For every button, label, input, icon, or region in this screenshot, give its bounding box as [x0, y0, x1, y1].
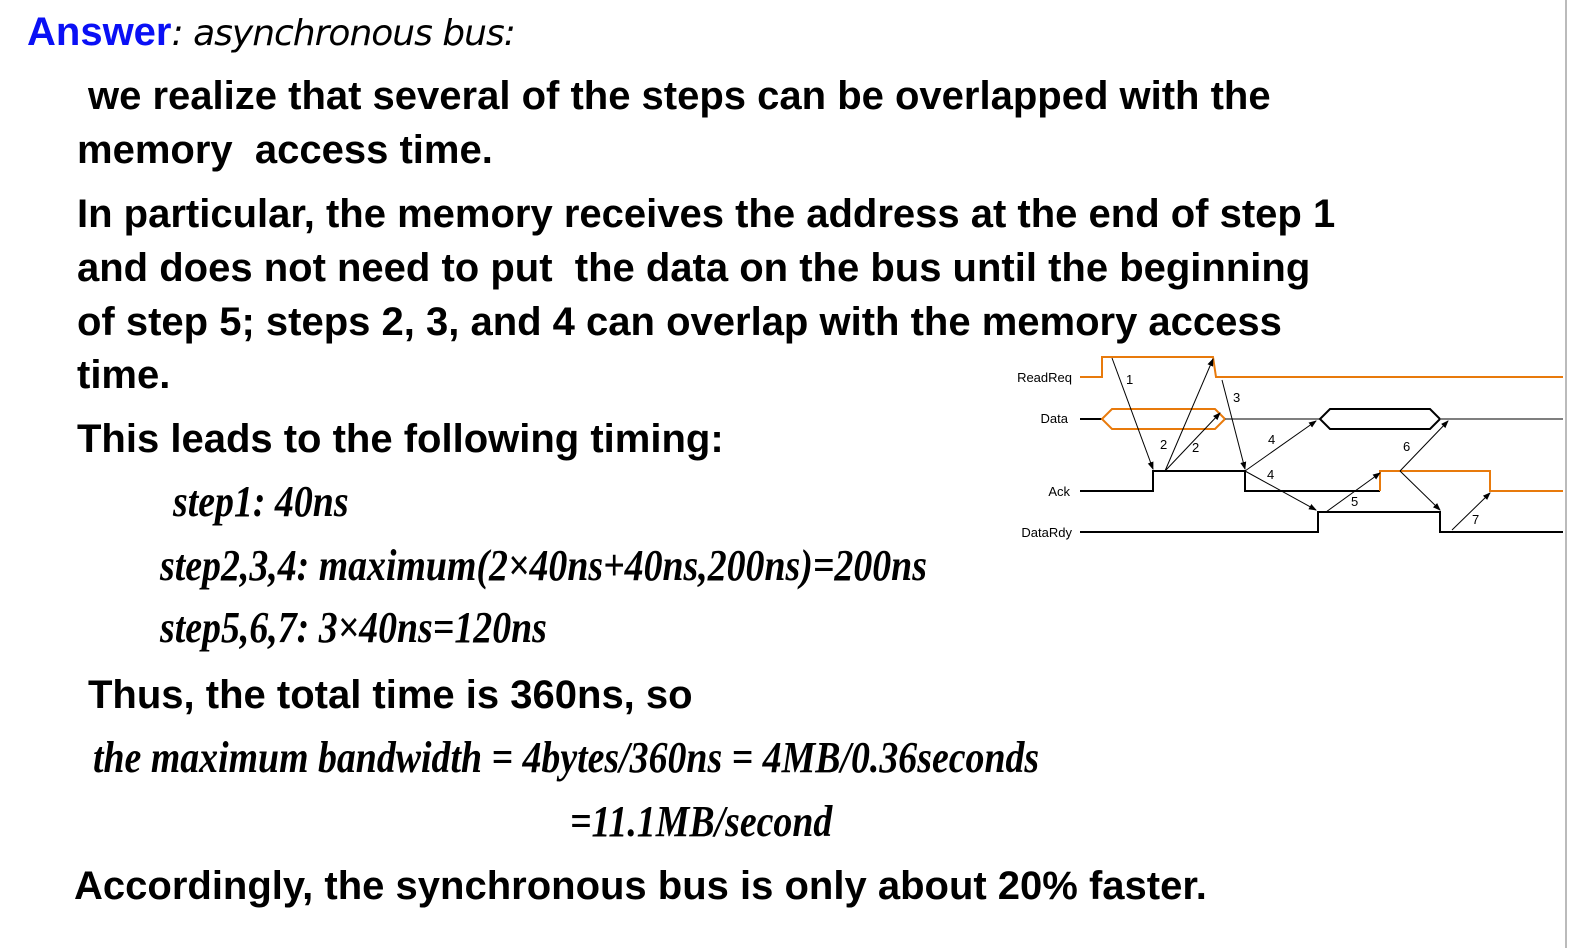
- arrow-step-4a: [1244, 420, 1317, 472]
- arrow-step-4b: [1244, 470, 1317, 511]
- arrow-step-5: [1325, 472, 1381, 513]
- arrow-step-6a: [1399, 420, 1449, 472]
- signal-label-datardy: DataRdy: [1021, 525, 1072, 540]
- answer-subtitle: : asynchronous bus:: [171, 13, 516, 54]
- signal-label-data: Data: [1041, 411, 1069, 426]
- readreq-waveform: [1080, 356, 1563, 378]
- bandwidth-result: =11.1MB/second: [570, 797, 833, 846]
- datardy-waveform: [1080, 511, 1563, 533]
- step-label: 4: [1267, 467, 1274, 482]
- bandwidth-line: the maximum bandwidth = 4bytes/360ns = 4…: [93, 733, 1040, 782]
- step-label: 3: [1233, 390, 1240, 405]
- step-label: 6: [1403, 439, 1410, 454]
- arrow-step-3: [1221, 379, 1247, 470]
- arrow-step-1: [1111, 357, 1154, 470]
- paragraph-line: of step 5; steps 2, 3, and 4 can overlap…: [77, 300, 1282, 344]
- paragraph-line: memory access time.: [77, 128, 493, 172]
- arrow-step-2b: [1164, 412, 1221, 472]
- step-label: 7: [1472, 512, 1479, 527]
- data-address-waveform: [1100, 408, 1227, 430]
- step-label: 1: [1126, 372, 1133, 387]
- step-label: 4: [1268, 432, 1275, 447]
- paragraph-line: In particular, the memory receives the a…: [77, 192, 1336, 236]
- arrow-step-6b: [1399, 470, 1441, 511]
- slide-right-border: [1565, 0, 1567, 948]
- timing-step1: step1: 40ns: [173, 477, 349, 526]
- ack-waveform-memory: [1080, 470, 1380, 492]
- step-label: 2: [1192, 440, 1199, 455]
- data-value-waveform: [1318, 408, 1442, 430]
- paragraph-line: we realize that several of the steps can…: [88, 74, 1271, 118]
- timing-step234: step2,3,4: maximum(2×40ns+40ns,200ns)=20…: [160, 541, 927, 590]
- final-conclusion: Accordingly, the synchronous bus is only…: [74, 864, 1207, 908]
- paragraph-line: and does not need to put the data on the…: [77, 246, 1311, 290]
- total-time-line: Thus, the total time is 360ns, so: [88, 673, 693, 717]
- paragraph-line: time.: [77, 353, 171, 397]
- step-label: 5: [1351, 494, 1358, 509]
- signal-label-readreq: ReadReq: [1017, 370, 1072, 385]
- arrow-step-2a: [1164, 358, 1214, 472]
- ack-waveform-processor: [1379, 470, 1563, 492]
- arrow-step-7: [1451, 492, 1491, 531]
- signal-label-ack: Ack: [1048, 484, 1070, 499]
- answer-label: Answer: [27, 10, 172, 54]
- step-label: 2: [1160, 437, 1167, 452]
- answer-heading: Answer: asynchronous bus:: [27, 10, 516, 54]
- timing-step567: step5,6,7: 3×40ns=120ns: [160, 603, 547, 652]
- paragraph-line: This leads to the following timing:: [77, 417, 724, 461]
